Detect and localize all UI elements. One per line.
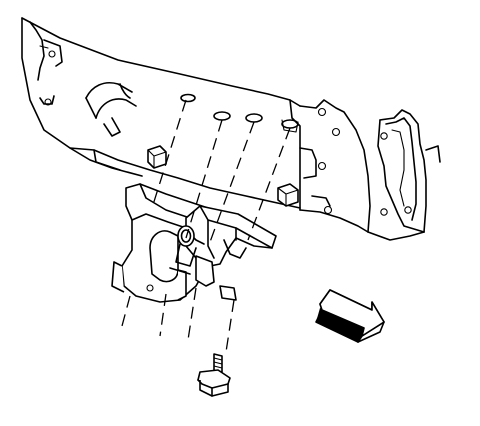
mounting-bracket [111,183,277,303]
direction-arrow [315,289,385,343]
alignment-lines [121,99,291,353]
frame-panel [21,17,371,233]
crossmember [367,109,441,241]
bolt [197,353,231,397]
